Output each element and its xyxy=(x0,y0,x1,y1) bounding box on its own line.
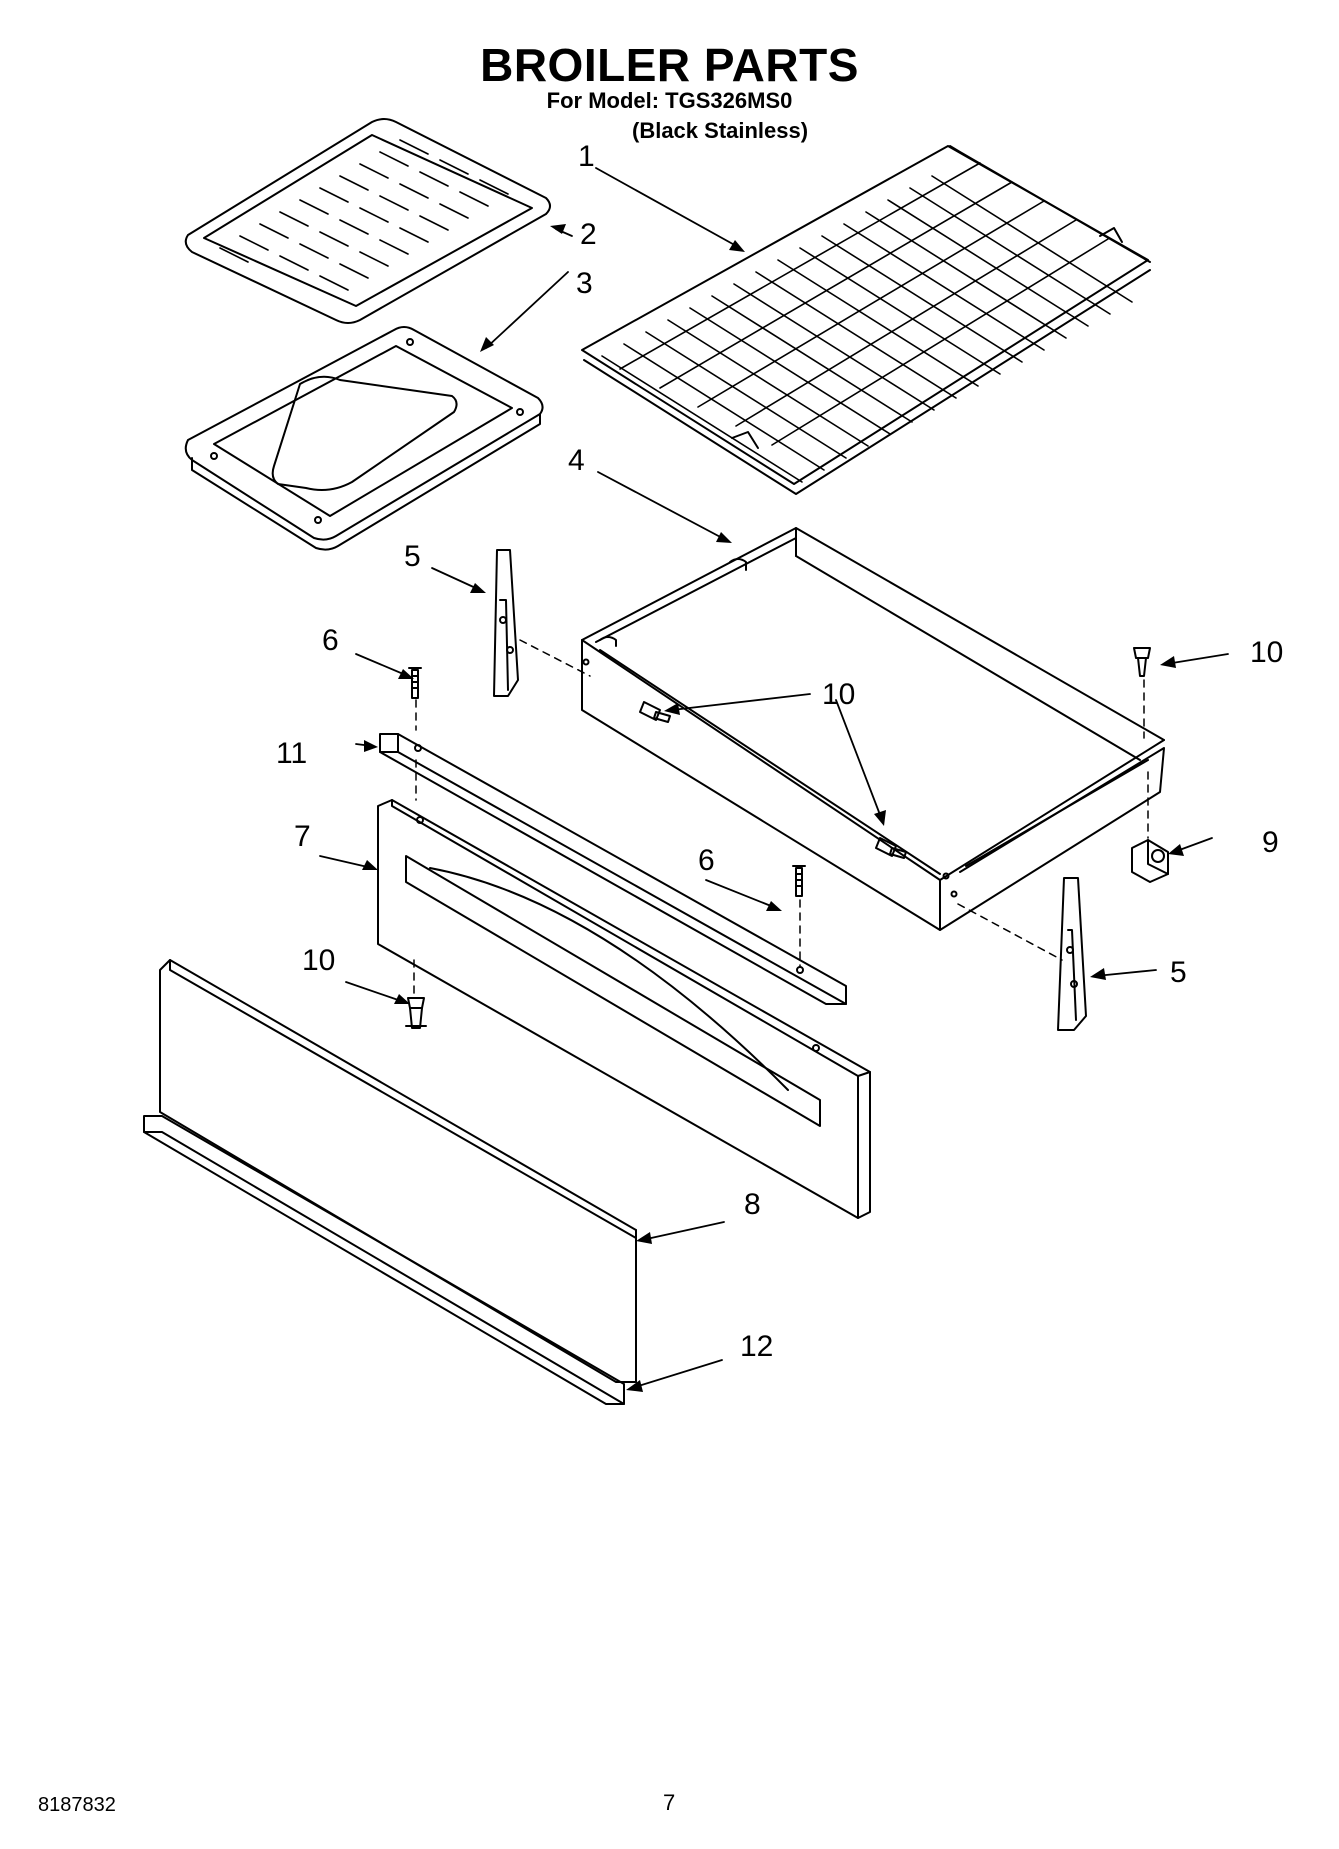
callout-12: 12 xyxy=(740,1330,774,1363)
callout-3: 3 xyxy=(576,267,593,300)
drawer-slide-part xyxy=(493,549,519,697)
model-line: For Model: TGS326MS0 xyxy=(546,88,793,113)
oven-rack-part xyxy=(581,145,1151,495)
broiler-pan-part xyxy=(184,326,544,551)
broiler-drawer-part xyxy=(581,527,1165,931)
screw-part xyxy=(405,997,427,1029)
page-title: BROILER PARTS xyxy=(480,39,859,91)
callout-11: 11 xyxy=(276,737,308,770)
kick-panel-part xyxy=(159,959,637,1383)
callout-4: 4 xyxy=(568,444,585,477)
callout-8: 8 xyxy=(744,1188,761,1221)
drawer-slide-part xyxy=(1057,877,1087,1031)
callout-1: 1 xyxy=(578,140,595,173)
drawer-front-part xyxy=(377,799,871,1219)
callout-6: 6 xyxy=(322,624,339,657)
screw-part xyxy=(1133,647,1151,677)
callout-5: 5 xyxy=(404,540,421,573)
base-strip-part xyxy=(143,1115,625,1405)
callout-2: 2 xyxy=(580,218,597,251)
callout-9: 9 xyxy=(1262,826,1279,859)
screw-part xyxy=(639,701,671,723)
stop-clip-part xyxy=(1131,839,1169,883)
broiler-grid-part xyxy=(184,118,551,324)
variant-line: (Black Stainless) xyxy=(632,118,809,143)
callout-7: 7 xyxy=(294,820,311,853)
callout-10: 10 xyxy=(822,678,856,711)
callout-6: 6 xyxy=(698,844,715,877)
page-number: 7 xyxy=(663,1790,676,1815)
trim-strip-part xyxy=(379,733,847,1005)
screw-part xyxy=(408,667,422,699)
screw-part xyxy=(792,865,806,897)
callout-10: 10 xyxy=(302,944,336,977)
callout-5: 5 xyxy=(1170,956,1187,989)
callout-10: 10 xyxy=(1250,636,1284,669)
screw-part xyxy=(875,837,907,859)
document-number: 8187832 xyxy=(38,1794,116,1816)
